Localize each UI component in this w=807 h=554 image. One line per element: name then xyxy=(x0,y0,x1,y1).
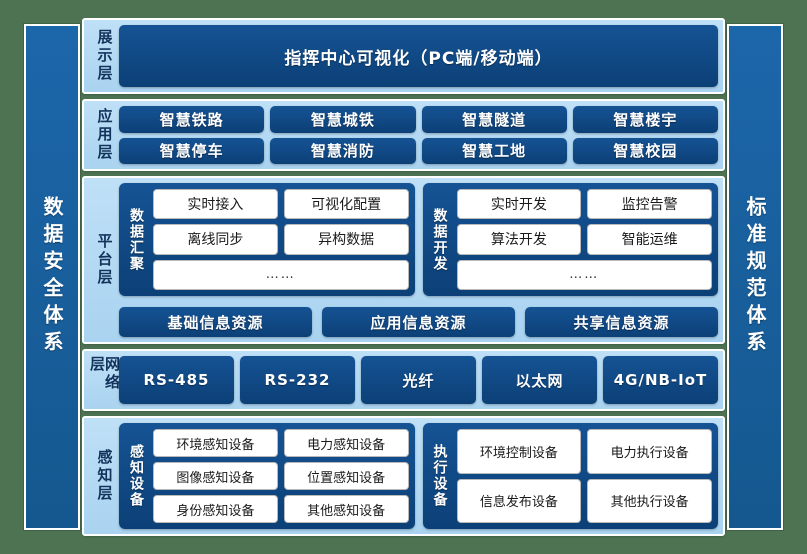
layer-network: 网络层 RS-485 RS-232 光纤 以太网 4G/NB-IoT xyxy=(82,349,725,411)
app-item-smart-firefighting[interactable]: 智慧消防 xyxy=(270,137,416,164)
dev-item-intelligent-ops[interactable]: 智能运维 xyxy=(587,224,712,255)
app-item-smart-parking[interactable]: 智慧停车 xyxy=(119,137,265,164)
layer-network-body: RS-485 RS-232 光纤 以太网 4G/NB-IoT xyxy=(119,356,718,404)
layer-display-label: 展示层 xyxy=(95,29,114,83)
data-development-row-1: 实时开发 监控告警 xyxy=(456,189,712,220)
sense-item-location-sensing[interactable]: 位置感知设备 xyxy=(283,462,409,490)
layer-platform-body: 数据汇聚 实时接入 可视化配置 离线同步 异构数据 …… xyxy=(119,183,718,337)
platform-group-data-development: 数据开发 实时开发 监控告警 算法开发 智能运维 …… xyxy=(422,183,718,296)
sensing-row-1: 环境感知设备 电力感知设备 xyxy=(153,429,409,457)
dev-item-algorithm-development[interactable]: 算法开发 xyxy=(456,224,582,255)
network-item-4g-nbiot[interactable]: 4G/NB-IoT xyxy=(603,356,718,404)
agg-item-offline-sync[interactable]: 离线同步 xyxy=(153,224,278,255)
layer-platform-label: 平台层 xyxy=(95,233,114,287)
actuator-item-other-execution[interactable]: 其他执行设备 xyxy=(587,478,712,523)
data-aggregation-row-3: …… xyxy=(153,259,409,290)
network-item-rs485[interactable]: RS-485 xyxy=(119,356,234,404)
pillar-standard-specification: 标准规范体系 xyxy=(727,24,783,530)
actuator-item-information-release[interactable]: 信息发布设备 xyxy=(456,478,582,523)
pillar-data-security: 数据安全体系 xyxy=(24,24,80,530)
layer-display-body: 指挥中心可视化（PC端/移动端） xyxy=(119,25,718,87)
agg-item-visual-configuration[interactable]: 可视化配置 xyxy=(283,189,409,220)
agg-item-realtime-access[interactable]: 实时接入 xyxy=(153,189,278,220)
layer-perception: 感知层 感知设备 环境感知设备 电力感知设备 图像感知设备 位置感知设备 xyxy=(82,416,725,536)
data-development-row-3: …… xyxy=(456,259,712,290)
layer-perception-body: 感知设备 环境感知设备 电力感知设备 图像感知设备 位置感知设备 xyxy=(119,423,718,529)
group-label-data-aggregation: 数据汇聚 xyxy=(128,207,144,272)
sense-item-environment-sensing[interactable]: 环境感知设备 xyxy=(153,429,278,457)
data-aggregation-grid: 实时接入 可视化配置 离线同步 异构数据 …… xyxy=(153,189,409,290)
pillar-left-label: 数据安全体系 xyxy=(40,196,64,358)
network-row: RS-485 RS-232 光纤 以太网 4G/NB-IoT xyxy=(119,356,718,404)
sense-item-power-sensing[interactable]: 电力感知设备 xyxy=(283,429,409,457)
dev-item-realtime-development[interactable]: 实时开发 xyxy=(456,189,582,220)
data-aggregation-row-1: 实时接入 可视化配置 xyxy=(153,189,409,220)
sensing-devices-grid: 环境感知设备 电力感知设备 图像感知设备 位置感知设备 身份感知设备 其他感知设… xyxy=(153,429,409,523)
layer-application-label: 应用层 xyxy=(95,108,114,162)
group-label-data-development: 数据开发 xyxy=(431,207,448,272)
dev-item-ellipsis[interactable]: …… xyxy=(456,259,712,290)
layer-perception-label: 感知层 xyxy=(95,449,114,503)
network-item-ethernet[interactable]: 以太网 xyxy=(482,356,597,404)
app-item-smart-urban-rail[interactable]: 智慧城铁 xyxy=(270,106,416,133)
resource-item-basic-information[interactable]: 基础信息资源 xyxy=(119,307,312,337)
actuator-item-environment-control[interactable]: 环境控制设备 xyxy=(456,429,582,474)
sense-item-image-sensing[interactable]: 图像感知设备 xyxy=(153,462,278,490)
sense-item-identity-sensing[interactable]: 身份感知设备 xyxy=(153,495,278,523)
actuator-item-power-execution[interactable]: 电力执行设备 xyxy=(587,429,712,474)
data-development-grid: 实时开发 监控告警 算法开发 智能运维 …… xyxy=(456,189,712,290)
layer-network-label: 网络层 xyxy=(88,356,121,392)
actuator-row-1: 环境控制设备 电力执行设备 xyxy=(456,429,712,474)
layer-platform: 平台层 数据汇聚 实时接入 可视化配置 离线同步 异构数据 xyxy=(82,176,725,344)
data-aggregation-row-2: 离线同步 异构数据 xyxy=(153,224,409,255)
sense-item-other-sensing[interactable]: 其他感知设备 xyxy=(283,495,409,523)
actuator-devices-grid: 环境控制设备 电力执行设备 信息发布设备 其他执行设备 xyxy=(456,429,712,523)
layer-application-body: 智慧铁路 智慧城铁 智慧隧道 智慧楼宇 智慧停车 智慧消防 智慧工地 智慧校园 xyxy=(119,106,718,164)
platform-resource-row: 基础信息资源 应用信息资源 共享信息资源 xyxy=(119,307,718,337)
perception-groups: 感知设备 环境感知设备 电力感知设备 图像感知设备 位置感知设备 xyxy=(119,423,718,529)
dev-item-monitoring-alarm[interactable]: 监控告警 xyxy=(587,189,712,220)
resource-item-shared-information[interactable]: 共享信息资源 xyxy=(525,307,718,337)
group-label-actuator-devices: 执行设备 xyxy=(431,444,448,508)
layer-stack: 展示层 指挥中心可视化（PC端/移动端） 应用层 智慧铁路 智慧城铁 智慧隧道 … xyxy=(82,18,725,536)
network-item-rs232[interactable]: RS-232 xyxy=(240,356,355,404)
app-item-smart-railway[interactable]: 智慧铁路 xyxy=(119,106,265,133)
application-row-2: 智慧停车 智慧消防 智慧工地 智慧校园 xyxy=(119,137,718,164)
app-item-smart-building[interactable]: 智慧楼宇 xyxy=(572,106,718,133)
layer-display: 展示层 指挥中心可视化（PC端/移动端） xyxy=(82,18,725,94)
app-item-smart-tunnel[interactable]: 智慧隧道 xyxy=(421,106,567,133)
data-development-row-2: 算法开发 智能运维 xyxy=(456,224,712,255)
resource-item-application-information[interactable]: 应用信息资源 xyxy=(322,307,515,337)
actuator-row-2: 信息发布设备 其他执行设备 xyxy=(456,478,712,523)
platform-group-data-aggregation: 数据汇聚 实时接入 可视化配置 离线同步 异构数据 …… xyxy=(119,183,415,296)
display-command-center-item[interactable]: 指挥中心可视化（PC端/移动端） xyxy=(119,25,718,87)
sensing-row-2: 图像感知设备 位置感知设备 xyxy=(153,462,409,490)
perception-group-sensing-devices: 感知设备 环境感知设备 电力感知设备 图像感知设备 位置感知设备 xyxy=(119,423,415,529)
perception-group-actuator-devices: 执行设备 环境控制设备 电力执行设备 信息发布设备 其他执行设备 xyxy=(422,423,718,529)
group-label-sensing-devices: 感知设备 xyxy=(128,444,144,508)
application-row-1: 智慧铁路 智慧城铁 智慧隧道 智慧楼宇 xyxy=(119,106,718,133)
agg-item-heterogeneous-data[interactable]: 异构数据 xyxy=(283,224,409,255)
platform-groups: 数据汇聚 实时接入 可视化配置 离线同步 异构数据 …… xyxy=(119,183,718,296)
pillar-right-label: 标准规范体系 xyxy=(743,196,767,358)
agg-item-ellipsis[interactable]: …… xyxy=(153,259,409,290)
app-item-smart-construction-site[interactable]: 智慧工地 xyxy=(421,137,567,164)
layer-application: 应用层 智慧铁路 智慧城铁 智慧隧道 智慧楼宇 智慧停车 智慧消防 智慧工地 智… xyxy=(82,99,725,171)
app-item-smart-campus[interactable]: 智慧校园 xyxy=(572,137,718,164)
network-item-fiber-optic[interactable]: 光纤 xyxy=(361,356,476,404)
sensing-row-3: 身份感知设备 其他感知设备 xyxy=(153,495,409,523)
